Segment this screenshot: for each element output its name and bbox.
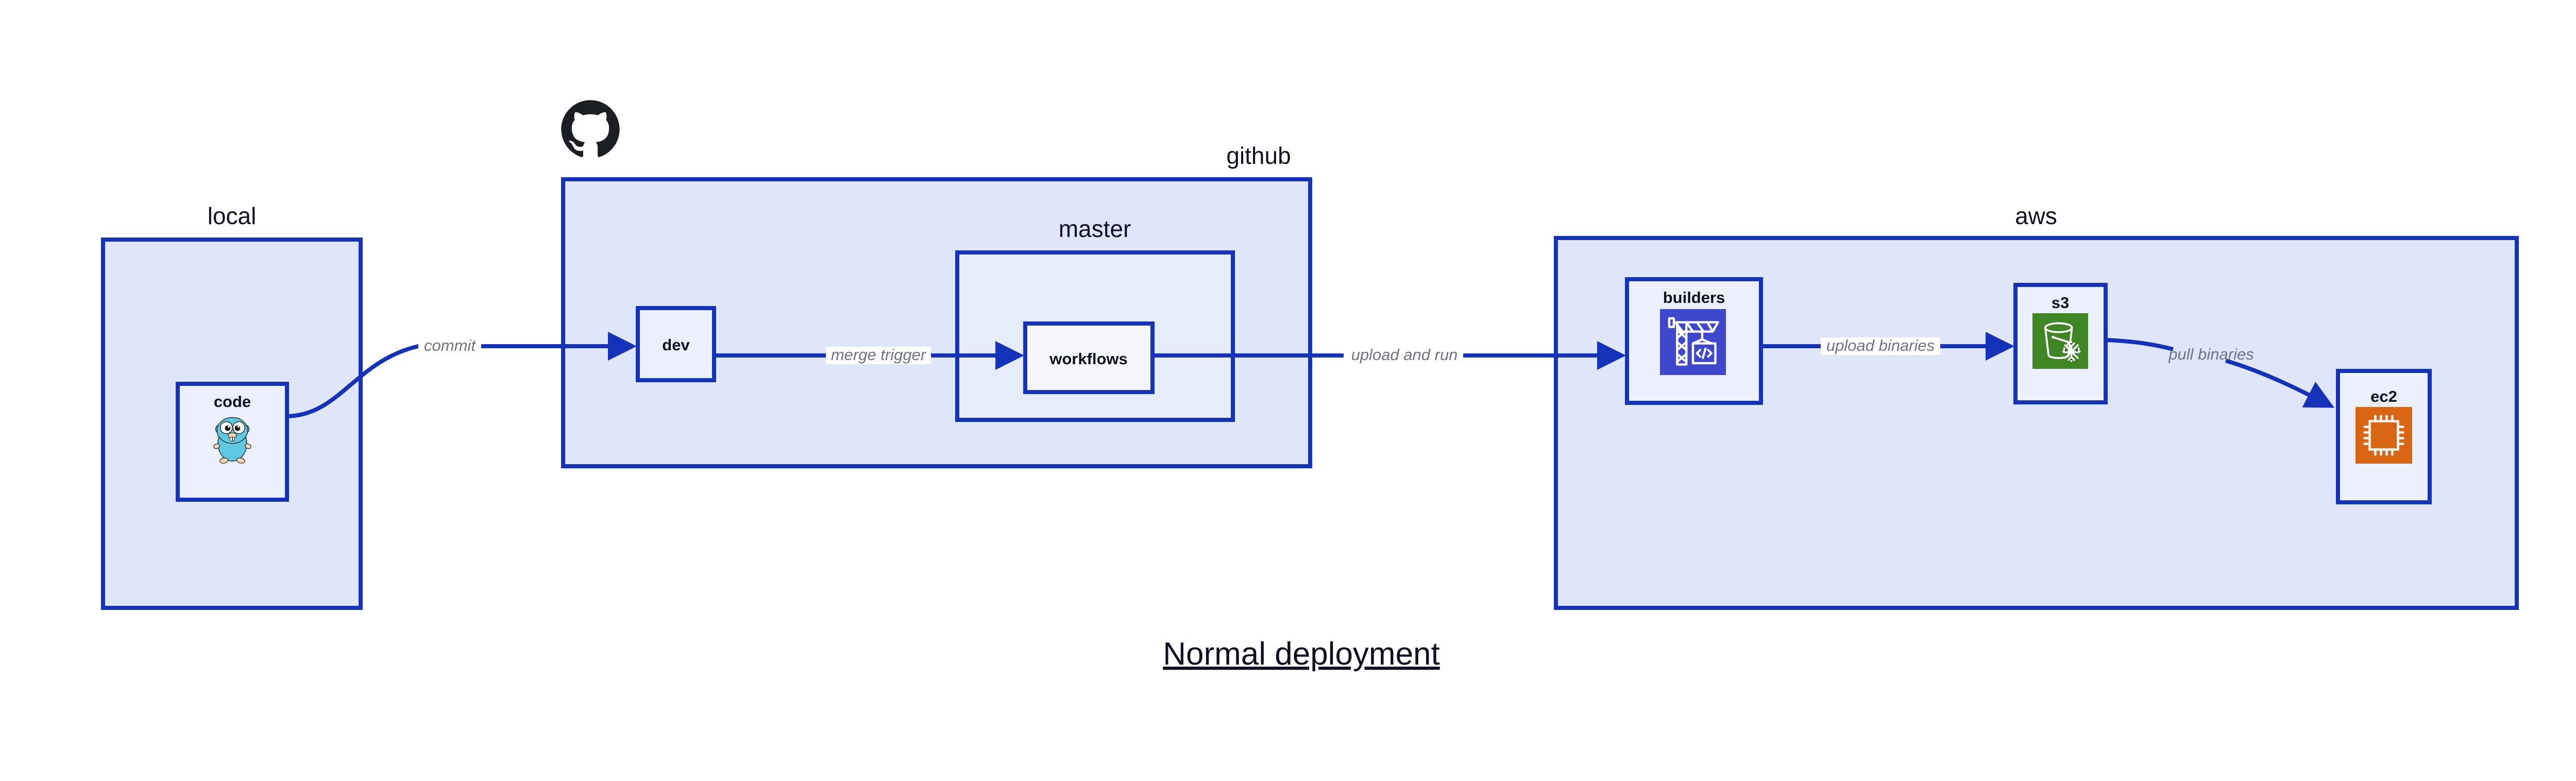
edge-pull-binaries: pull binaries xyxy=(2105,338,2335,408)
node-dev-label: dev xyxy=(662,336,690,354)
node-code[interactable]: code xyxy=(176,382,289,502)
edge-upload-and-run-label-bg xyxy=(1344,347,1463,364)
edge-merge-trigger-label: merge trigger xyxy=(831,346,927,364)
page-title: Normal deployment xyxy=(1163,636,1440,672)
node-code-label: code xyxy=(214,393,251,411)
edge-commit-label-bg xyxy=(418,337,481,355)
github-octocat-icon xyxy=(561,100,620,157)
node-s3-label: s3 xyxy=(2052,294,2069,312)
edge-pull-binaries-label: pull binaries xyxy=(2168,345,2253,363)
edge-upload-binaries-label-bg xyxy=(1821,337,1940,355)
node-ec2-rect[interactable] xyxy=(2336,369,2432,504)
edge-commit: commit xyxy=(286,332,637,418)
edge-upload-binaries-label: upload binaries xyxy=(1826,336,1935,354)
node-ec2-label: ec2 xyxy=(2370,387,2397,405)
node-s3[interactable]: s3 xyxy=(2013,283,2108,404)
node-workflows[interactable]: workflows xyxy=(1023,321,1155,394)
aws-codebuild-crane-icon xyxy=(1660,309,1726,375)
group-master-label: master xyxy=(1059,215,1131,242)
edge-pull-binaries-line-a xyxy=(2105,338,2174,351)
group-local-label: local xyxy=(208,202,257,229)
node-builders[interactable]: builders xyxy=(1625,277,1763,405)
edge-pull-binaries-line-b xyxy=(2225,359,2335,408)
node-ec2[interactable]: ec2 xyxy=(2336,369,2432,504)
edge-commit-label: commit xyxy=(424,336,476,354)
edge-merge-trigger: merge trigger xyxy=(714,341,1024,370)
edge-commit-line xyxy=(286,332,637,418)
node-dev[interactable]: dev xyxy=(636,306,716,382)
aws-s3-bucket-icon xyxy=(2031,312,2089,370)
node-workflows-rect[interactable] xyxy=(1023,321,1155,394)
node-workflows-label: workflows xyxy=(1049,350,1128,368)
edge-upload-binaries: upload binaries xyxy=(1761,332,2014,361)
edge-merge-trigger-label-bg xyxy=(826,347,931,364)
node-dev-rect[interactable] xyxy=(636,306,716,382)
aws-ec2-chip-icon xyxy=(2355,407,2412,464)
edge-upload-and-run-label: upload and run xyxy=(1351,346,1458,364)
group-aws-label: aws xyxy=(2015,202,2057,229)
node-builders-label: builders xyxy=(1663,288,1725,307)
group-github-label: github xyxy=(1226,142,1291,169)
edge-upload-and-run: upload and run xyxy=(1153,341,1626,370)
